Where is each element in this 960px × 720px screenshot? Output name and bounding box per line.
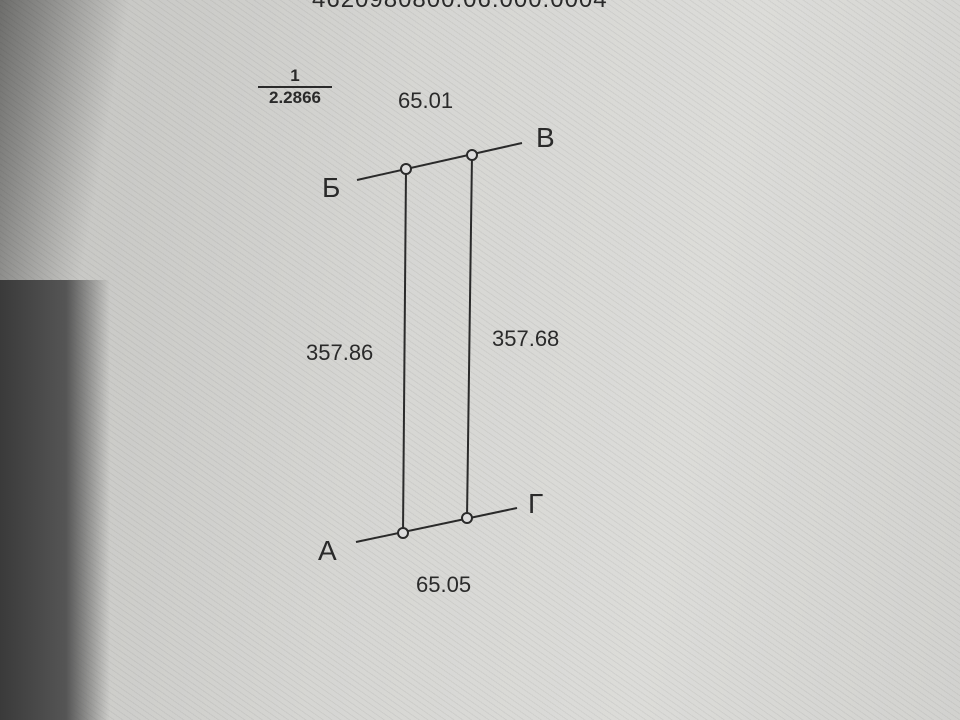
point-a-marker (397, 527, 409, 539)
left-boundary (402, 168, 407, 534)
right-boundary (466, 154, 473, 519)
point-g-label: Г (528, 488, 544, 519)
point-b-marker (400, 163, 412, 175)
bottom-boundary (355, 507, 518, 543)
scale-numerator: 1 (258, 66, 332, 88)
top-boundary (356, 142, 523, 181)
top-length: 65.01 (398, 88, 454, 113)
left-length: 357.86 (306, 340, 374, 365)
shadow (0, 280, 110, 720)
scale-denominator: 2.2866 (269, 88, 321, 107)
point-b-label: Б (322, 172, 341, 203)
point-v-marker (466, 149, 478, 161)
bottom-length: 65.05 (416, 572, 472, 597)
scale-fraction: 1 2.2866 (258, 66, 332, 108)
point-g-marker (461, 512, 473, 524)
point-v-label: В (536, 122, 555, 153)
cadastral-number: 4620980800:06:000:0004 (312, 0, 608, 14)
right-length: 357.68 (492, 326, 560, 351)
point-a-label: А (318, 535, 337, 566)
